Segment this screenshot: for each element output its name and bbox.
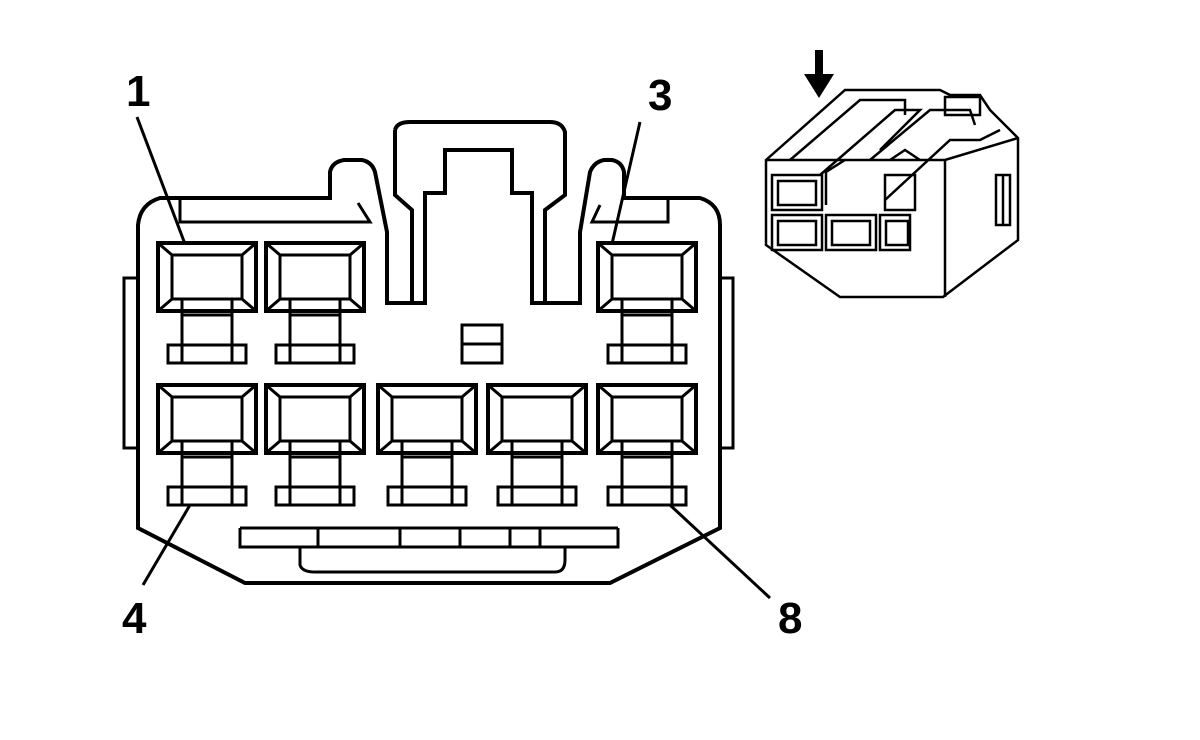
cavity-2 (264, 241, 366, 365)
cavity-8 (596, 383, 698, 507)
leader-line-8 (668, 503, 772, 600)
connector-isometric-view (764, 50, 1020, 299)
leader-line-4 (141, 504, 192, 586)
leader-lines (135, 116, 772, 600)
cavity-1 (156, 241, 258, 365)
pin-label-3: 3 (648, 71, 673, 120)
cavity-3 (596, 241, 698, 365)
cavity-4 (156, 383, 258, 507)
cavity-6 (376, 383, 478, 507)
pin-label-8: 8 (778, 594, 803, 643)
down-arrow-icon (804, 50, 834, 98)
leader-line-3 (610, 121, 642, 245)
leader-line-1 (135, 116, 187, 245)
connector-housing (122, 120, 735, 585)
cavity-row-bottom (156, 383, 698, 507)
cavity-7 (486, 383, 588, 507)
cavity-5 (264, 383, 366, 507)
pin-label-4: 4 (122, 594, 147, 643)
pin-label-1: 1 (126, 67, 151, 116)
